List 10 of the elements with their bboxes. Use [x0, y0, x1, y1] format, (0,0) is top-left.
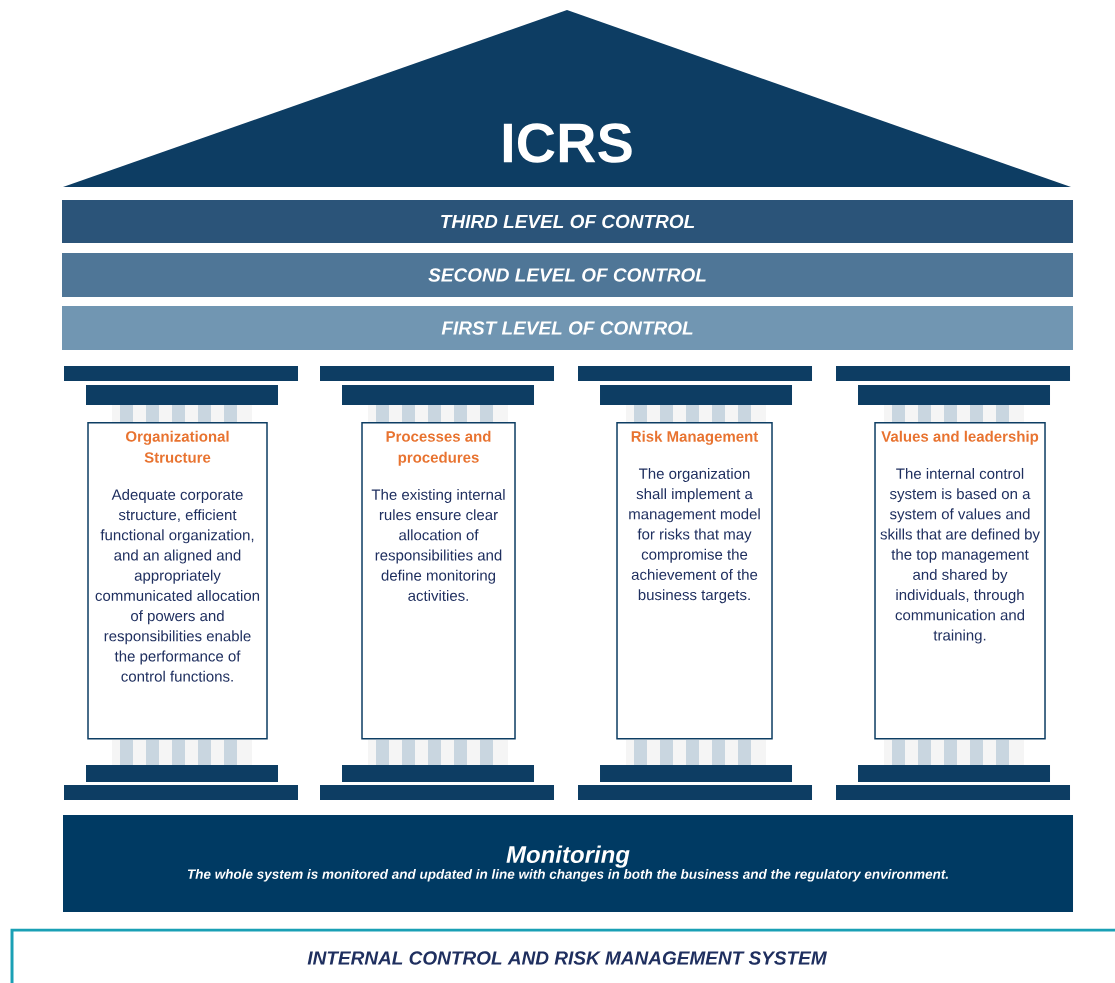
- pillar-card: Organizational Structure Adequate corporate structure, efficient functional organization, and an aligned and appropriately communicated allocation of powers and responsibilities enable the performance of control functions.: [87, 422, 268, 740]
- monitoring-band: Monitoring The whole system is monitored and updated in line with changes in both the business and the regulatory environment.: [63, 815, 1073, 912]
- pillar-card: Processes and procedures The existing internal rules ensure clear allocation of responsibilities and define monitoring activities.: [361, 422, 516, 740]
- pillar-card: Risk Management The organization shall implement a management model for risks that may compromise the achievement of the business targets.: [616, 422, 773, 740]
- control-level-band: THIRD LEVEL OF CONTROL: [62, 200, 1073, 243]
- pillar-card: Values and leadership The internal control system is based on a system of values and skills that are defined by the top management and shared by individuals, through communication and training.: [874, 422, 1046, 740]
- roof-triangle: ICRS: [63, 10, 1071, 187]
- control-level-band: FIRST LEVEL OF CONTROL: [62, 306, 1073, 350]
- control-level-band: SECOND LEVEL OF CONTROL: [62, 253, 1073, 297]
- system-frame: INTERNAL CONTROL AND RISK MANAGEMENT SYSTEM: [10, 928, 1115, 983]
